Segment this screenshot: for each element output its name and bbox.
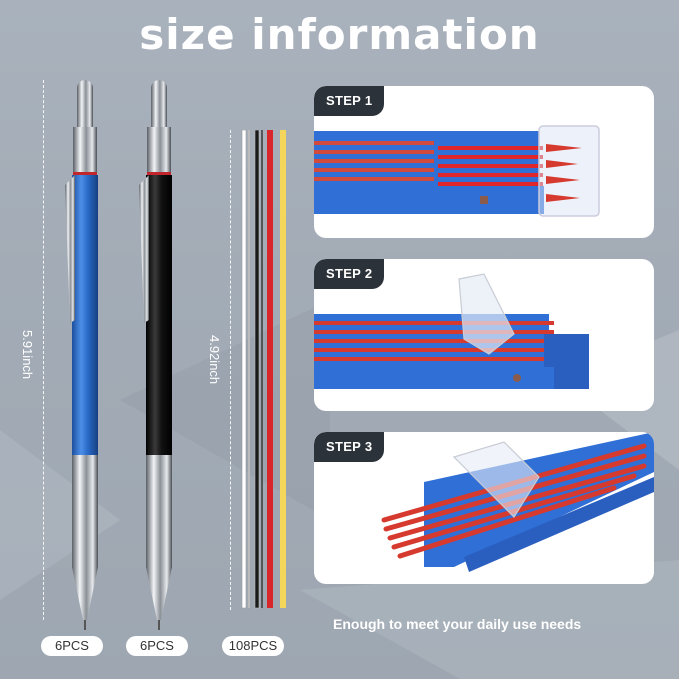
quantity-badge-blue-pencil: 6PCS xyxy=(41,636,103,656)
black-mechanical-pencil xyxy=(139,80,172,630)
footer-tagline: Enough to meet your daily use needs xyxy=(333,616,582,632)
step-3-card: STEP 3 xyxy=(314,432,654,584)
lead-length-label: 4.92inch xyxy=(207,335,222,385)
quantity-badge-leads: 108PCS xyxy=(222,636,284,656)
lead-case-closed-image xyxy=(314,125,600,217)
step-1-card: STEP 1 xyxy=(314,86,654,238)
step-2-badge: STEP 2 xyxy=(314,259,385,289)
blue-mechanical-pencil xyxy=(65,80,98,630)
pencil-dimension-line xyxy=(43,80,44,620)
pencil-length-label: 5.91inch xyxy=(20,330,35,380)
lead-dimension-line xyxy=(230,130,231,610)
quantity-badge-black-pencil: 6PCS xyxy=(126,636,188,656)
lead-case-opening-image xyxy=(314,273,589,389)
leads-bundle xyxy=(241,130,286,609)
step-1-badge: STEP 1 xyxy=(314,86,385,116)
step-3-badge: STEP 3 xyxy=(314,432,385,462)
page-title: size information xyxy=(139,10,540,59)
step-2-card: STEP 2 xyxy=(314,259,654,411)
lead-case-open-image xyxy=(381,432,654,572)
